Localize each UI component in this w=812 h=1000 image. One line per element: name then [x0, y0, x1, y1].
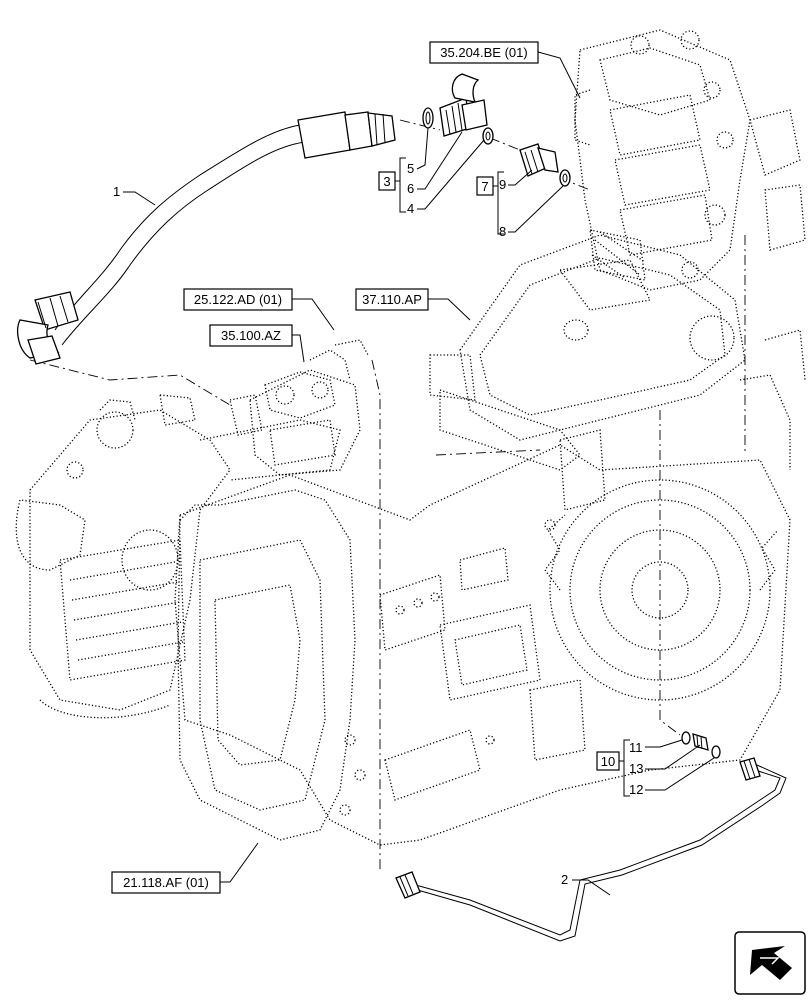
kit-number: 7	[481, 179, 488, 194]
kit-number: 3	[383, 174, 390, 189]
callout-1[interactable]: 1	[113, 184, 156, 206]
callout-number: 13	[629, 761, 643, 776]
fitting-group-kit-3	[422, 73, 494, 145]
callout-number: 12	[629, 782, 643, 797]
assembly-center-lines	[29, 119, 746, 870]
reference-label: 35.100.AZ	[221, 328, 281, 343]
kit-7-group[interactable]: 7 9 8	[476, 169, 564, 239]
central-valve-assembly	[229, 339, 369, 476]
reference-35-100-az[interactable]: 35.100.AZ	[209, 324, 305, 363]
callout-number: 4	[407, 201, 414, 216]
reference-35-204-be[interactable]: 35.204.BE (01)	[429, 41, 581, 99]
transmission-housing	[174, 234, 806, 846]
reference-21-118-af[interactable]: 21.118.AF (01)	[111, 842, 259, 894]
reference-label: 37.110.AP	[362, 292, 422, 307]
hydraulic-pump-assembly	[15, 394, 341, 719]
reference-label: 25.122.AD (01)	[194, 292, 282, 307]
fitting-group-kit-7	[519, 143, 571, 187]
fitting-group-kit-10	[681, 731, 721, 759]
callout-number: 5	[407, 161, 414, 176]
callout-number: 11	[629, 740, 643, 755]
callout-number: 6	[407, 181, 414, 196]
kit-10-group[interactable]: 10 11 13 12	[596, 739, 715, 797]
callout-number: 2	[561, 872, 568, 887]
callout-number: 9	[499, 177, 506, 192]
tube-part-2	[395, 757, 787, 942]
callout-2[interactable]: 2	[561, 872, 611, 896]
reference-label: 35.204.BE (01)	[440, 45, 527, 60]
hose-part-1	[17, 111, 396, 365]
kit-3-group[interactable]: 3 5 6 4	[378, 127, 485, 216]
arrow-icon[interactable]	[734, 931, 806, 995]
kit-number: 10	[601, 754, 615, 769]
reference-label: 21.118.AF (01)	[123, 875, 209, 890]
reference-37-110-ap[interactable]: 37.110.AP	[355, 288, 471, 321]
control-valve-block	[574, 29, 806, 291]
callout-number: 1	[113, 184, 120, 199]
callout-number: 8	[499, 224, 506, 239]
reference-25-122-ad[interactable]: 25.122.AD (01)	[183, 288, 335, 331]
